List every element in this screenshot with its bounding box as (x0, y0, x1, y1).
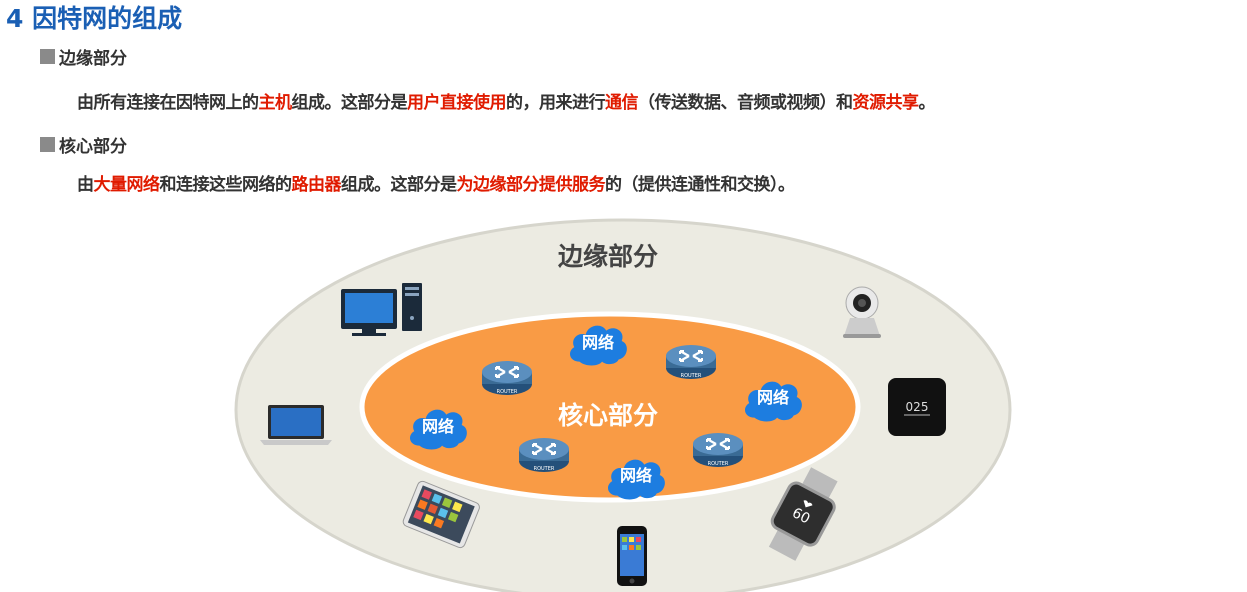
description-text: 的，用来进行 (506, 93, 606, 113)
network-cloud-icon: 网络 (745, 381, 802, 422)
description-text: 的（提供连通性和交换）。 (605, 175, 795, 195)
description-text: 组成。这部分是 (341, 175, 457, 195)
description-text: 和连接这些网络的 (159, 175, 293, 195)
router-icon: ROUTER (664, 343, 718, 381)
description-text: 。 (918, 93, 936, 113)
desktop-computer-icon (341, 283, 422, 336)
page-title: 4 因特网的组成 (6, 4, 183, 33)
router-icon: ROUTER (691, 431, 745, 469)
router-icon: ROUTER (480, 359, 534, 397)
laptop-icon (260, 405, 332, 445)
core-section-heading: 核心部分 (40, 132, 127, 157)
description-text: （传送数据、音频或视频）和 (638, 93, 853, 113)
highlight-text: 路由器 (291, 175, 342, 195)
description-text: 由 (77, 175, 94, 195)
network-label: 网络 (582, 333, 614, 352)
router-icon: ROUTER (517, 436, 571, 474)
core-heading-text: 核心部分 (59, 137, 127, 157)
network-label: 网络 (757, 388, 789, 407)
core-part-label: 核心部分 (558, 401, 658, 430)
smartphone-icon (617, 526, 647, 586)
edge-section-heading: 边缘部分 (40, 44, 127, 69)
highlight-text: 主机 (258, 93, 293, 113)
device-screen-text: 025 (906, 400, 929, 414)
description-text: 组成。这部分是 (291, 93, 408, 113)
network-cloud-icon: 网络 (570, 325, 627, 366)
edge-part-label: 边缘部分 (558, 242, 658, 271)
webcam-icon (843, 286, 881, 338)
edge-heading-text: 边缘部分 (59, 49, 127, 69)
router-label: ROUTER (534, 466, 555, 472)
edge-section-description: 由所有连接在因特网上的主机组成。这部分是用户直接使用的，用来进行通信（传送数据、… (77, 88, 935, 113)
highlight-text: 资源共享 (852, 93, 920, 113)
bullet-square-icon (40, 49, 55, 64)
smart-display-icon: 025 (888, 378, 946, 436)
tablet-icon (402, 480, 480, 549)
router-label: ROUTER (708, 461, 729, 467)
network-cloud-icon: 网络 (608, 459, 665, 500)
highlight-text: 为边缘部分提供服务 (456, 175, 606, 195)
highlight-text: 用户直接使用 (407, 93, 507, 113)
highlight-text: 通信 (605, 93, 639, 113)
smartwatch-icon: 60 (768, 467, 838, 561)
watch-screen-text: 60 (789, 505, 812, 527)
highlight-text: 大量网络 (93, 175, 161, 195)
network-label: 网络 (422, 417, 454, 436)
network-cloud-icon: 网络 (410, 409, 467, 450)
bullet-square-icon (40, 137, 55, 152)
core-section-description: 由大量网络和连接这些网络的路由器组成。这部分是为边缘部分提供服务的（提供连通性和… (77, 170, 795, 195)
router-label: ROUTER (497, 389, 518, 395)
router-label: ROUTER (681, 373, 702, 379)
description-text: 由所有连接在因特网上的 (77, 93, 259, 113)
network-label: 网络 (620, 466, 652, 485)
